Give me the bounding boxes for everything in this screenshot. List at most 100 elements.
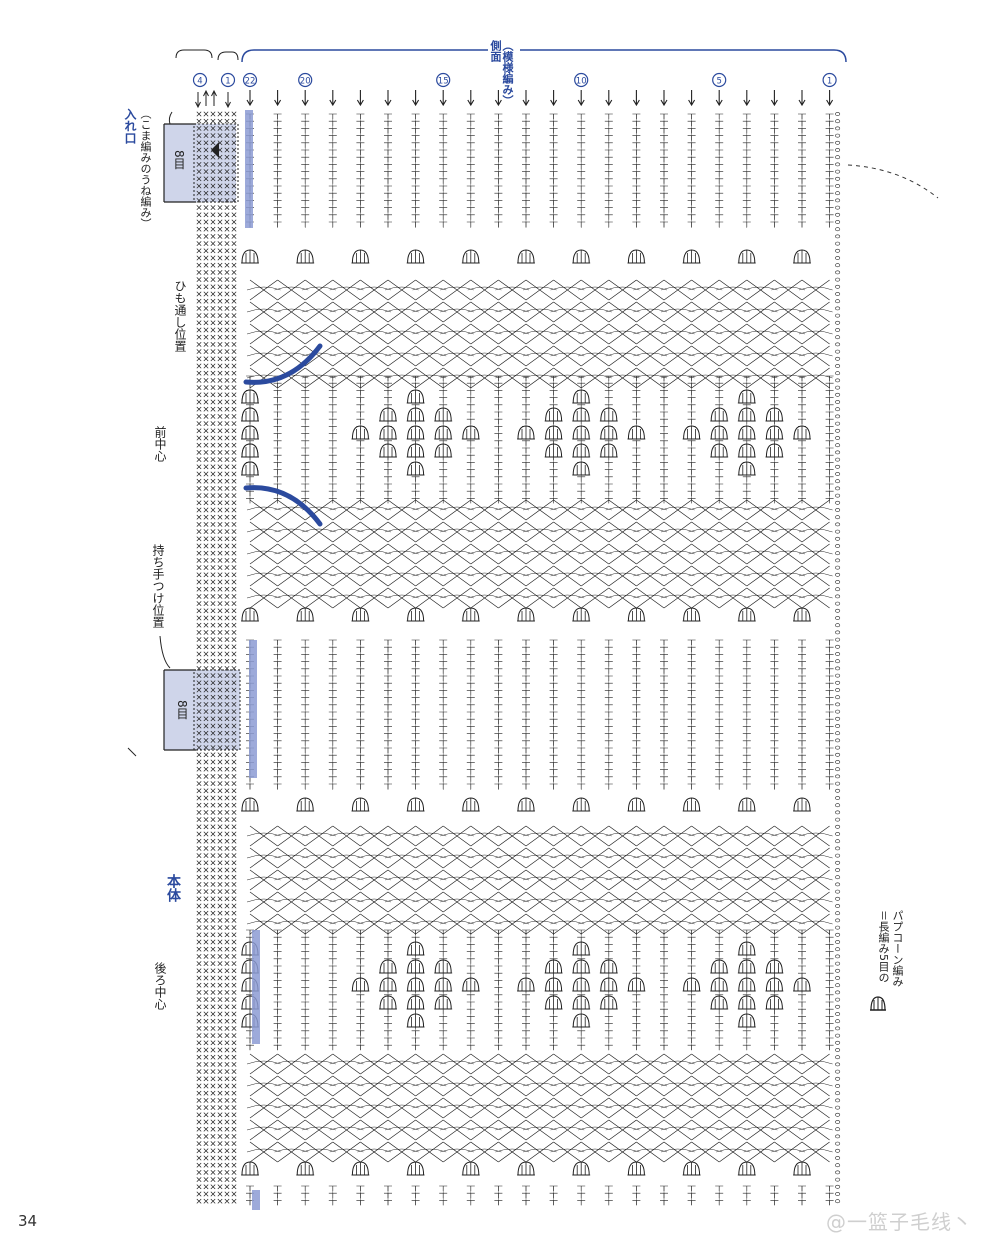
sc-stitch bbox=[196, 932, 202, 938]
sc-stitch bbox=[224, 845, 230, 851]
crossed-stitch bbox=[470, 301, 499, 323]
sc-stitch bbox=[231, 320, 237, 326]
sc-stitch bbox=[210, 327, 216, 333]
crossed-stitch bbox=[277, 323, 306, 345]
crossed-stitch bbox=[636, 825, 665, 847]
sc-stitch bbox=[196, 1184, 202, 1190]
sc-stitch bbox=[203, 183, 209, 189]
crossed-stitch bbox=[498, 1141, 527, 1163]
sc-stitch bbox=[203, 284, 209, 290]
row-direction-arrow bbox=[688, 90, 696, 107]
sc-stitch bbox=[217, 493, 223, 499]
sc-stitch bbox=[203, 824, 209, 830]
popcorn-stitch-lines bbox=[406, 250, 425, 264]
sc-stitch bbox=[231, 817, 237, 823]
crossed-stitch bbox=[746, 345, 775, 367]
sc-stitch bbox=[196, 1097, 202, 1103]
sc-stitch bbox=[217, 313, 223, 319]
sc-stitch bbox=[217, 291, 223, 297]
sc-stitch bbox=[203, 1162, 209, 1168]
sc-stitch bbox=[231, 183, 237, 189]
sc-stitch bbox=[210, 442, 216, 448]
sc-stitch bbox=[224, 809, 230, 815]
crossed-stitch bbox=[470, 847, 499, 869]
sc-stitch bbox=[217, 716, 223, 722]
sc-stitch bbox=[203, 932, 209, 938]
crossed-stitch bbox=[277, 891, 306, 913]
chain-stitch bbox=[835, 745, 841, 750]
crossed-stitch bbox=[608, 1053, 637, 1075]
sc-stitch bbox=[231, 550, 237, 556]
sc-stitch bbox=[210, 817, 216, 823]
crossed-stitch bbox=[498, 913, 527, 935]
crossed-stitch bbox=[801, 279, 830, 301]
sc-stitch bbox=[217, 889, 223, 895]
chain-stitch bbox=[835, 335, 841, 340]
chain-stitch bbox=[835, 220, 841, 224]
chain-stitch bbox=[835, 767, 841, 772]
popcorn-stitch-lines bbox=[710, 996, 729, 1010]
opening-box-edge bbox=[163, 123, 196, 203]
popcorn-stitch-lines bbox=[461, 608, 480, 622]
sc-stitch bbox=[210, 1105, 216, 1111]
sc-stitch bbox=[217, 284, 223, 290]
sc-stitch bbox=[217, 608, 223, 614]
popcorn-stitch-lines bbox=[517, 978, 535, 992]
chain-loop bbox=[798, 330, 833, 335]
sc-stitch bbox=[217, 838, 223, 844]
sc-stitch bbox=[203, 637, 209, 643]
popcorn-stitch-lines bbox=[599, 426, 618, 440]
sc-stitch bbox=[196, 637, 202, 643]
sc-stitch bbox=[224, 269, 230, 275]
crossed-stitch bbox=[442, 1097, 472, 1119]
crossed-stitch bbox=[442, 323, 472, 345]
sc-stitch bbox=[196, 1133, 202, 1139]
sc-stitch bbox=[231, 896, 237, 902]
sc-stitch bbox=[217, 557, 223, 563]
chain-stitch bbox=[835, 198, 841, 203]
sc-stitch bbox=[196, 889, 202, 895]
sc-stitch bbox=[210, 961, 216, 967]
popcorn-stitch-lines bbox=[765, 996, 784, 1010]
crossed-stitch bbox=[415, 891, 444, 913]
sc-stitch bbox=[224, 903, 230, 909]
sc-stitch bbox=[196, 392, 202, 398]
sc-stitch bbox=[224, 370, 230, 376]
sc-stitch bbox=[231, 629, 237, 635]
sc-stitch bbox=[231, 860, 237, 866]
side-pattern-label: （模様編み） bbox=[501, 40, 514, 106]
sc-stitch bbox=[203, 694, 209, 700]
chain-stitch bbox=[835, 1141, 841, 1146]
sc-stitch bbox=[231, 226, 237, 232]
sc-stitch bbox=[203, 485, 209, 491]
left-bracket-2 bbox=[217, 51, 239, 61]
crossed-stitch bbox=[332, 521, 361, 543]
sc-stitch bbox=[231, 169, 237, 175]
sc-stitch bbox=[203, 917, 209, 923]
sc-stitch bbox=[231, 493, 237, 499]
chain-stitch bbox=[835, 1055, 841, 1060]
popcorn-stitch-lines bbox=[710, 960, 729, 974]
sc-stitch bbox=[224, 442, 230, 448]
crossed-stitch bbox=[718, 301, 748, 323]
sc-stitch bbox=[217, 370, 223, 376]
row-direction-arrow bbox=[467, 90, 475, 107]
crossed-stitch bbox=[304, 1119, 334, 1141]
chain-stitch bbox=[835, 1069, 841, 1074]
sc-stitch bbox=[203, 1169, 209, 1175]
crossed-stitch bbox=[442, 913, 472, 935]
sc-stitch bbox=[217, 161, 223, 167]
crossed-stitch bbox=[332, 869, 361, 891]
sc-stitch bbox=[203, 190, 209, 196]
sc-stitch bbox=[196, 1011, 202, 1017]
crossed-stitch bbox=[608, 891, 637, 913]
crossed-stitch bbox=[277, 913, 306, 935]
chain-stitch bbox=[835, 1012, 841, 1016]
sc-stitch bbox=[231, 1061, 237, 1067]
sc-stitch bbox=[196, 1040, 202, 1046]
crossed-stitch bbox=[525, 913, 554, 935]
watermark: @一篮子毛线丶 bbox=[826, 1210, 973, 1234]
chain-stitch bbox=[835, 436, 841, 440]
sc-stitch bbox=[217, 637, 223, 643]
popcorn-stitch-lines bbox=[406, 608, 425, 622]
